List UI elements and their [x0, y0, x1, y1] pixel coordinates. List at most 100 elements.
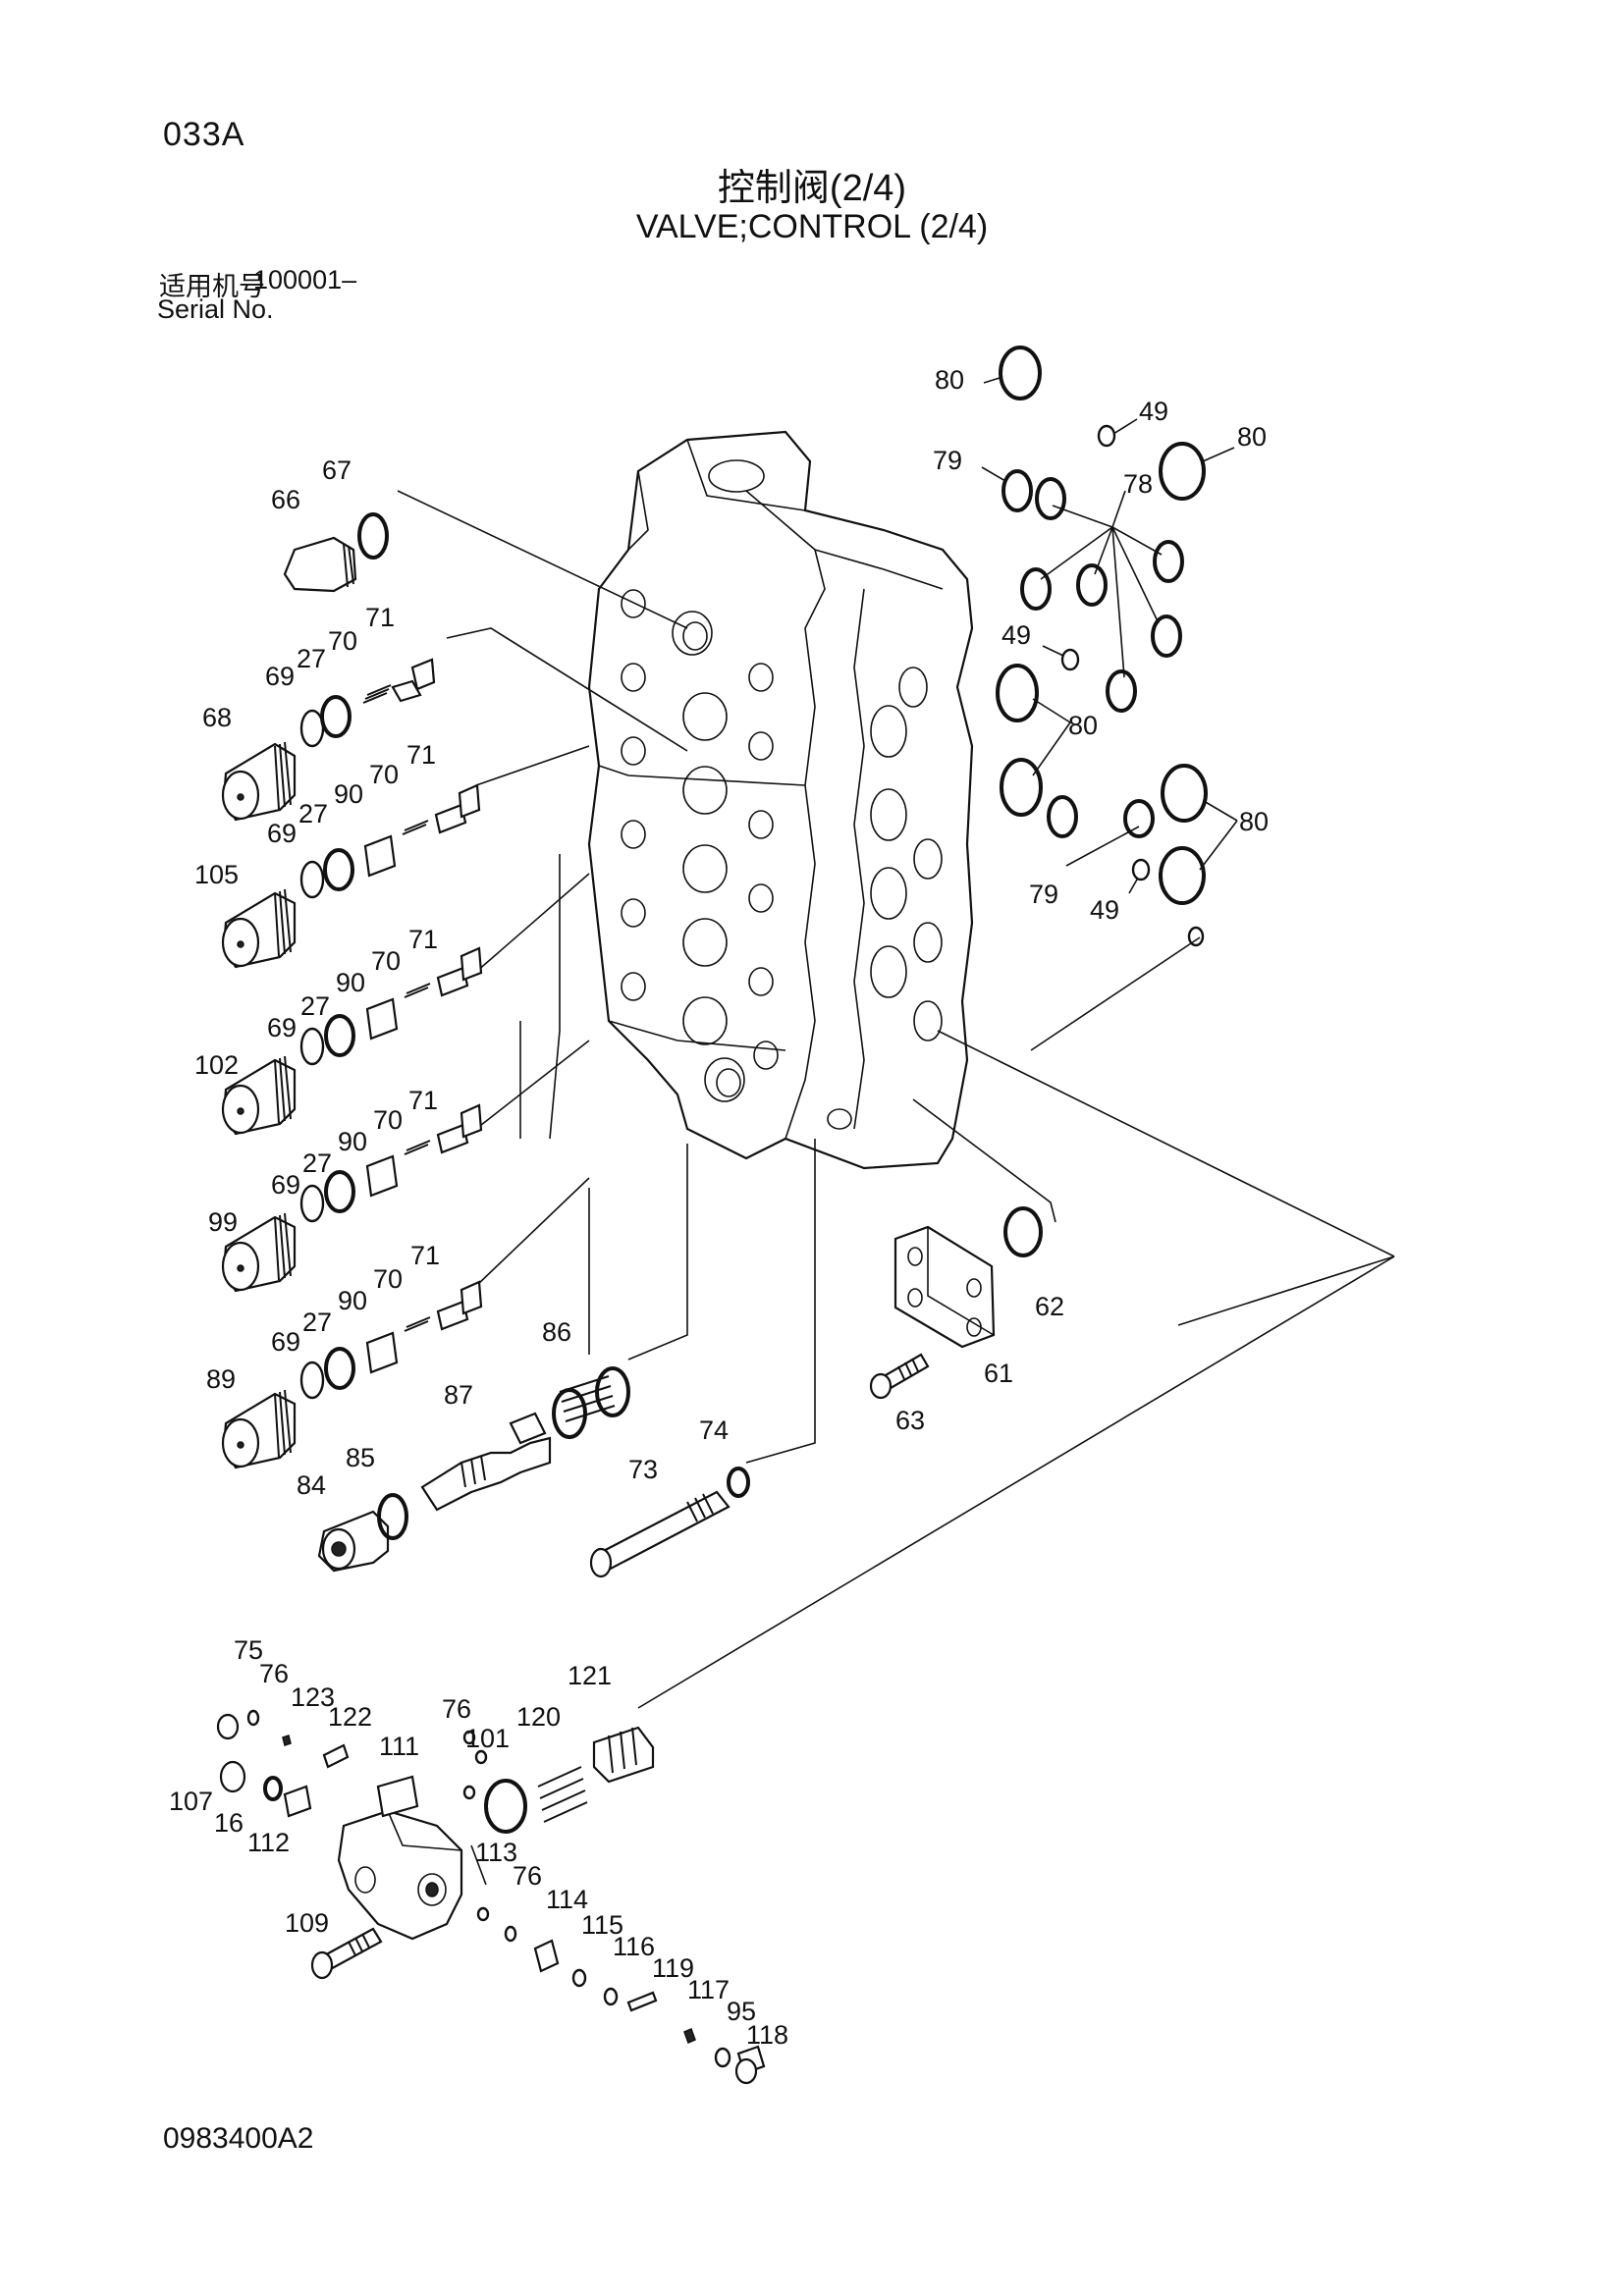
oring-49	[1060, 648, 1080, 671]
oring-78	[1076, 563, 1108, 607]
oring-79	[1123, 799, 1155, 838]
oring-79	[1047, 795, 1078, 838]
callout-122: 122	[328, 1702, 372, 1732]
callout-71: 71	[365, 603, 395, 632]
callout-71: 71	[408, 1086, 438, 1115]
callout-90: 90	[338, 1286, 367, 1315]
callout-87: 87	[444, 1380, 473, 1410]
seal-group-upper-right	[981, 346, 1238, 947]
callout-27: 27	[297, 644, 326, 673]
callout-49: 49	[1001, 620, 1031, 650]
callout-113: 113	[475, 1838, 517, 1867]
plug-102-assembly	[221, 946, 483, 1136]
relief-valve-assembly	[216, 1709, 766, 2085]
callout-85: 85	[346, 1443, 375, 1472]
callout-74: 74	[699, 1415, 729, 1445]
callout-63: 63	[895, 1406, 925, 1435]
callout-86: 86	[542, 1317, 571, 1347]
callout-70: 70	[369, 760, 399, 789]
callout-70: 70	[328, 626, 357, 656]
callout-73: 73	[628, 1455, 658, 1484]
callout-27: 27	[302, 1308, 332, 1337]
callout-69: 69	[265, 662, 295, 691]
callout-80: 80	[1237, 422, 1267, 452]
oring-49	[1131, 858, 1151, 881]
callout-49: 49	[1139, 397, 1168, 426]
callout-71: 71	[410, 1241, 440, 1270]
callout-76: 76	[442, 1694, 471, 1724]
callout-123: 123	[291, 1682, 335, 1712]
callout-89: 89	[206, 1364, 236, 1394]
oring-80	[1159, 846, 1206, 905]
callout-109: 109	[285, 1908, 329, 1938]
serial-label-english: Serial No.	[157, 294, 274, 324]
callout-102: 102	[194, 1050, 239, 1080]
callout-69: 69	[271, 1170, 300, 1200]
callout-71: 71	[406, 740, 436, 770]
callout-78: 78	[1123, 469, 1153, 499]
serial-number-value: 100001–	[253, 265, 357, 294]
callout-84: 84	[297, 1470, 326, 1500]
callout-69: 69	[271, 1327, 300, 1357]
callout-80: 80	[935, 365, 964, 395]
callout-71: 71	[408, 925, 438, 954]
callout-66: 66	[271, 485, 300, 514]
callout-80: 80	[1239, 807, 1269, 836]
callout-95: 95	[727, 1997, 756, 2026]
spool-87-assembly	[317, 1366, 630, 1573]
oring-49	[1187, 926, 1205, 947]
callout-90: 90	[334, 779, 363, 809]
plug-66-assembly	[283, 512, 389, 593]
callout-101: 101	[465, 1724, 510, 1753]
oring-78	[1035, 477, 1066, 520]
callout-27: 27	[302, 1148, 332, 1178]
callout-111: 111	[379, 1732, 419, 1761]
oring-78	[1151, 614, 1182, 658]
oring-80	[1161, 764, 1208, 823]
callout-112: 112	[247, 1828, 290, 1857]
callout-76: 76	[259, 1659, 289, 1688]
callout-80: 80	[1068, 711, 1098, 740]
leader-lines	[397, 490, 1395, 1709]
oring-80	[996, 664, 1039, 722]
oring-49	[1097, 424, 1116, 448]
bolt-73-assembly	[589, 1467, 750, 1578]
page-title-chinese: 控制阀(2/4)	[717, 168, 907, 209]
page-title-english: VALVE;CONTROL (2/4)	[635, 208, 989, 245]
serial-label-chinese: 适用机号	[159, 272, 265, 301]
callout-70: 70	[373, 1264, 403, 1294]
callout-114: 114	[546, 1885, 588, 1914]
valve-body	[587, 430, 974, 1170]
callout-107: 107	[169, 1787, 213, 1816]
oring-80	[1159, 442, 1206, 501]
oring-78	[1020, 567, 1052, 611]
oring-80	[999, 346, 1042, 400]
callout-70: 70	[373, 1105, 403, 1135]
plug-89-assembly	[221, 1280, 483, 1469]
plug-99-assembly	[221, 1103, 483, 1293]
callout-27: 27	[298, 799, 328, 828]
oring-80	[1000, 758, 1043, 817]
callout-118: 118	[746, 2020, 788, 2050]
page-code: 033A	[163, 116, 245, 153]
oring-78	[1153, 540, 1184, 583]
callout-49: 49	[1090, 895, 1119, 925]
callout-62: 62	[1035, 1292, 1064, 1321]
callout-90: 90	[336, 968, 365, 997]
callout-68: 68	[202, 703, 232, 732]
callout-69: 69	[267, 819, 297, 848]
callout-75: 75	[234, 1635, 263, 1665]
callout-69: 69	[267, 1013, 297, 1042]
callout-27: 27	[300, 991, 330, 1021]
callout-79: 79	[1029, 880, 1058, 909]
callout-99: 99	[208, 1207, 238, 1237]
callout-90: 90	[338, 1127, 367, 1156]
callout-16: 16	[214, 1808, 244, 1838]
callout-105: 105	[194, 860, 239, 889]
callout-labels: 80 49 80 79 78 49 80 80 79 49 67 66 71 7…	[169, 365, 1269, 2050]
callout-61: 61	[984, 1359, 1013, 1388]
plug-105-assembly	[221, 783, 481, 969]
oring-79	[1001, 469, 1033, 512]
